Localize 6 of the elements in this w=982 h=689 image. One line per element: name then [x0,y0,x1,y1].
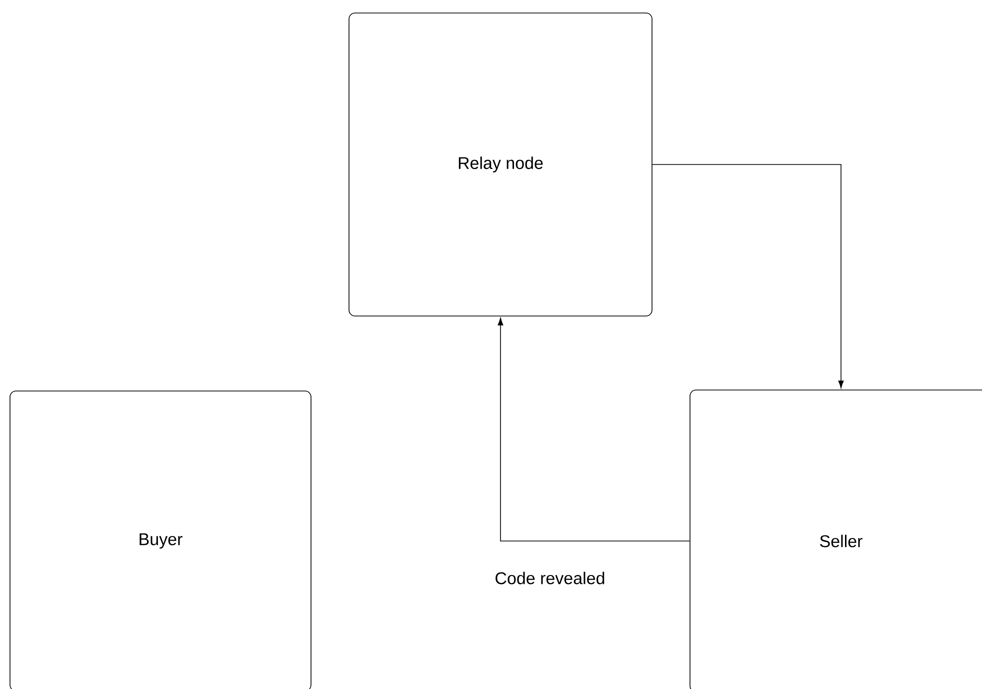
process-box: Buyer [10,390,312,689]
arrow [652,164,844,388]
process-box: Seller [690,390,982,689]
arrow [498,318,690,542]
edge-label: Code revealed [494,570,606,586]
process-box: Relay node [348,12,652,316]
